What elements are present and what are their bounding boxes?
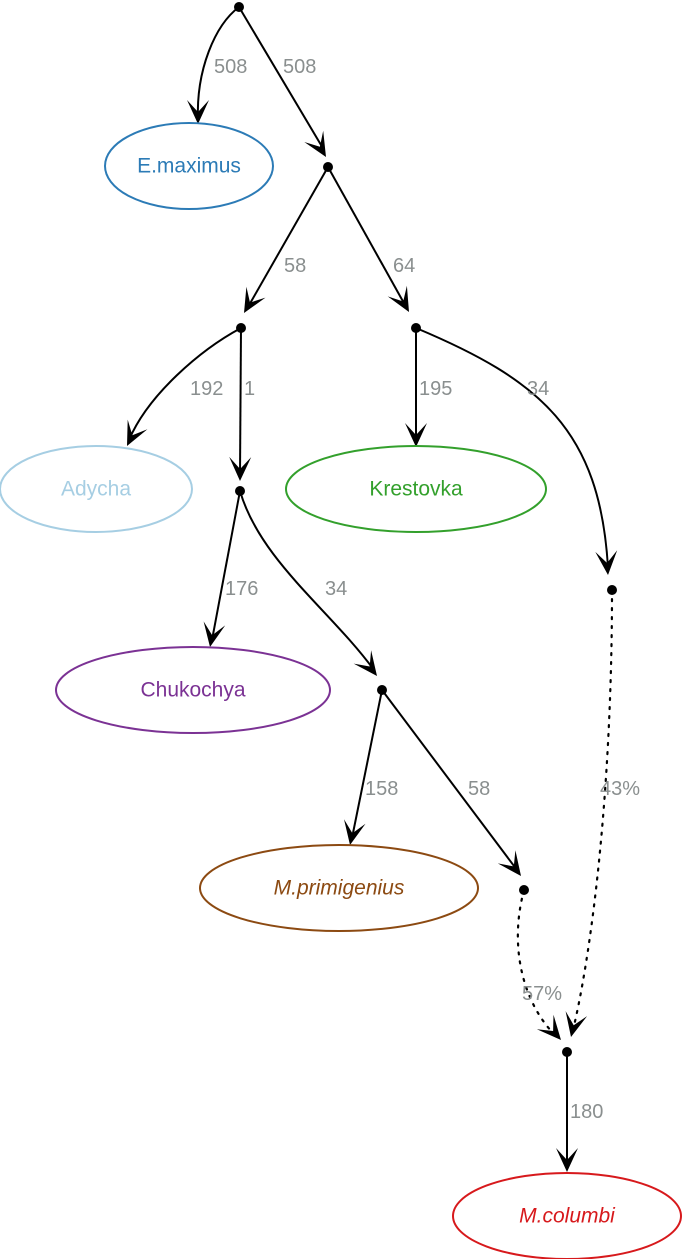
leaf-ellipse-mprimigenius [199,844,479,932]
internal-node-n3 [411,323,421,333]
arrowhead-n1-n3 [387,285,409,312]
internal-node-n5 [377,685,387,695]
edge-label-root-n1: 508 [283,56,316,78]
edge-n5-n6 [381,689,518,871]
edge-root-n1 [238,6,325,151]
leaf-label-krestovka: Krestovka [369,478,463,501]
edges-layer [128,6,614,1165]
edge-label-n6-admix: 57% [522,983,562,1005]
arrowhead-n3-krestovka [405,423,427,447]
leaf-node-mprimigenius: M.primigenius [199,844,479,932]
leaf-node-krestovka: Krestovka [285,445,547,533]
edge-label-n1-n2: 58 [284,255,306,277]
leaf-ellipse-mcolumbi [452,1172,682,1259]
leaf-label-mcolumbi: M.columbi [519,1205,616,1228]
arrowhead-n2-adycha [127,419,148,446]
edge-n4-chukochya [211,490,241,641]
edge-n1-n3 [327,166,406,306]
edge-n8-admix [571,588,614,1032]
arrowheads-layer [127,100,618,1172]
edge-root-emaximus [196,6,240,121]
leaf-label-mprimigenius: M.primigenius [274,877,405,900]
leaf-ellipse-adycha [0,445,193,533]
edge-label-n4-chukochya: 176 [225,578,258,600]
arrowhead-n1-n2 [244,286,266,313]
internal-node-admix [562,1047,572,1057]
leaf-node-mcolumbi: M.columbi [452,1172,682,1259]
edge-label-n3-krestovka: 195 [419,378,452,400]
internal-node-n2 [236,323,246,333]
arrowhead-n6-admix [536,1014,561,1040]
internal-nodes-layer [234,2,617,1057]
internal-node-root [234,2,244,12]
arrowhead-n2-n4 [229,456,252,481]
internal-node-n4 [235,486,245,496]
edge-label-root-emaximus: 508 [214,56,247,78]
edge-n4-n5 [239,490,375,671]
edge-label-n4-n5: 34 [325,578,347,600]
leaf-label-chukochya: Chukochya [140,679,245,702]
edge-n2-n4 [239,327,242,475]
edge-label-n8-admix: 43% [600,778,640,800]
arrowhead-n3-n8 [595,550,618,575]
edge-n6-admix [516,888,557,1037]
arrowhead-n4-n5 [353,650,377,676]
internal-node-n8 [607,585,617,595]
arrowhead-n5-n6 [497,850,521,876]
leaf-ellipse-emaximus [104,122,274,210]
leaf-node-emaximus: E.maximus [104,122,274,210]
arrowhead-root-n1 [304,130,326,157]
arrowhead-admix-mcolumbi [556,1148,578,1172]
edge-label-n2-n4: 1 [244,378,255,400]
internal-node-n6 [519,885,529,895]
leaf-node-adycha: Adycha [0,445,193,533]
edge-n1-n2 [247,166,329,308]
edge-label-admix-mcolumbi: 180 [570,1101,603,1123]
arrowhead-n8-admix [565,1011,588,1037]
edge-labels-layer: 508 508 58 64 192 1 195 34 176 34 158 58 43% 57% 180 [190,56,640,1123]
arrowhead-root-emaximus [187,100,209,124]
arrowhead-n5-mprimigenius [344,819,366,845]
edge-label-n2-adycha: 192 [190,378,223,400]
leaf-ellipse-krestovka [285,445,547,533]
edge-n3-n8 [415,327,609,569]
leaf-node-chukochya: Chukochya [55,646,331,734]
leaf-label-adycha: Adycha [61,478,131,501]
arrowhead-n4-chukochya [203,621,226,647]
edge-label-n5-mprimigenius: 158 [365,778,398,800]
edge-label-n1-n3: 64 [393,255,415,277]
internal-node-n1 [323,162,333,172]
leaf-ellipse-chukochya [55,646,331,734]
leaf-label-emaximus: E.maximus [137,155,241,178]
edge-n5-mprimigenius [351,689,383,839]
edge-label-n5-n6: 58 [468,778,490,800]
edge-n2-adycha [128,327,242,441]
edge-label-n3-n8: 34 [527,378,549,400]
